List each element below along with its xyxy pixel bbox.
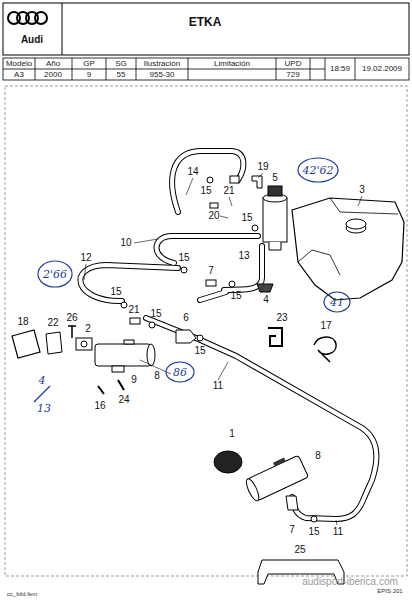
table-cell: 2000 (44, 71, 62, 79)
callout-number: 15 (308, 527, 319, 537)
brand-name: Audi (21, 35, 43, 45)
page-title: ETKA (189, 16, 222, 28)
table-header: GP (83, 60, 95, 68)
screw-26 (68, 326, 76, 338)
table-header: UPD (285, 60, 302, 68)
callout-number: 12 (80, 253, 91, 263)
table-header: SG (115, 60, 127, 68)
table-cell: 955-30 (150, 71, 175, 79)
callout-number: 18 (17, 317, 28, 327)
callout-number: 8 (154, 371, 160, 381)
callout-number: 15 (194, 346, 205, 356)
callout-number: 19 (257, 162, 268, 172)
watermark: audisport-iberica.com (302, 577, 398, 587)
table-header: Ilustración (144, 60, 180, 68)
washer-pump-8 (242, 452, 308, 503)
clip-17 (314, 337, 336, 362)
clip-23 (268, 328, 282, 346)
handwritten-note: 41 (330, 297, 344, 308)
callout-number: 21 (128, 305, 139, 315)
callout-number: 6 (183, 313, 189, 323)
handwritten-circles (34, 158, 350, 402)
table-cell: 9 (87, 71, 91, 79)
washer-pump-5 (263, 186, 287, 250)
table-header: Limitación (214, 60, 250, 68)
callout-number: 21 (223, 186, 234, 196)
callout-number: 3 (359, 185, 365, 195)
handwritten-note: 4 (39, 375, 46, 386)
handwritten-note: 2'66 (43, 269, 67, 280)
callout-number: 4 (263, 295, 269, 305)
callout-number: 16 (94, 401, 105, 411)
callout-number: 23 (276, 313, 287, 323)
nozzle-cap-18 (12, 330, 40, 358)
callout-number: 14 (187, 167, 198, 177)
header-frame (3, 3, 409, 55)
leader-lines (84, 173, 362, 525)
callout-number: 5 (272, 173, 278, 183)
callout-number: 15 (200, 186, 211, 196)
table-header: Año (46, 60, 60, 68)
callout-number: 15 (230, 291, 241, 301)
callout-number: 8 (315, 451, 321, 461)
nozzle-1 (214, 451, 242, 473)
washer-reservoir (292, 198, 404, 300)
callout-number: 15 (241, 213, 252, 223)
callout-number: 2 (85, 324, 91, 334)
table-cell: 729 (286, 71, 299, 79)
callout-number: 7 (289, 525, 295, 535)
page-code: EPIS 201 (377, 588, 402, 594)
hose-clamps (121, 176, 317, 522)
file-name: cc_bild.fem (7, 591, 37, 597)
callout-number: 25 (294, 545, 305, 555)
callout-number: 20 (208, 211, 219, 221)
table-cell: A3 (14, 71, 24, 79)
callout-number: 15 (110, 287, 121, 297)
callout-number: 11 (213, 381, 223, 391)
callout-number: 26 (66, 313, 77, 323)
table-header: Modelo (6, 60, 32, 68)
screws (98, 380, 124, 394)
callout-number: 11 (333, 527, 343, 537)
table-cell: 19.02.2009 (362, 65, 402, 73)
callout-number: 17 (320, 321, 331, 331)
callout-number: 24 (118, 395, 129, 405)
callout-number: 15 (178, 253, 189, 263)
callout-number: 22 (47, 318, 58, 328)
audi-rings (8, 12, 47, 24)
table-cell: 18:59 (330, 65, 350, 73)
callout-number: 10 (120, 238, 131, 248)
cap-22 (46, 332, 62, 354)
nozzle-2 (76, 338, 92, 350)
header-table (3, 58, 409, 80)
grommet (257, 284, 273, 292)
callout-number: 13 (238, 251, 249, 261)
callout-number: 9 (131, 375, 137, 385)
callout-number: 7 (208, 266, 214, 276)
washer-pump-8-left (95, 340, 155, 372)
handwritten-note: 13 (37, 403, 51, 414)
callout-number: 15 (150, 309, 161, 319)
callout-number: 1 (229, 429, 235, 439)
handwritten-note: 86 (173, 367, 187, 378)
table-cell: 55 (117, 71, 126, 79)
handwritten-note: 42'62 (302, 165, 333, 176)
